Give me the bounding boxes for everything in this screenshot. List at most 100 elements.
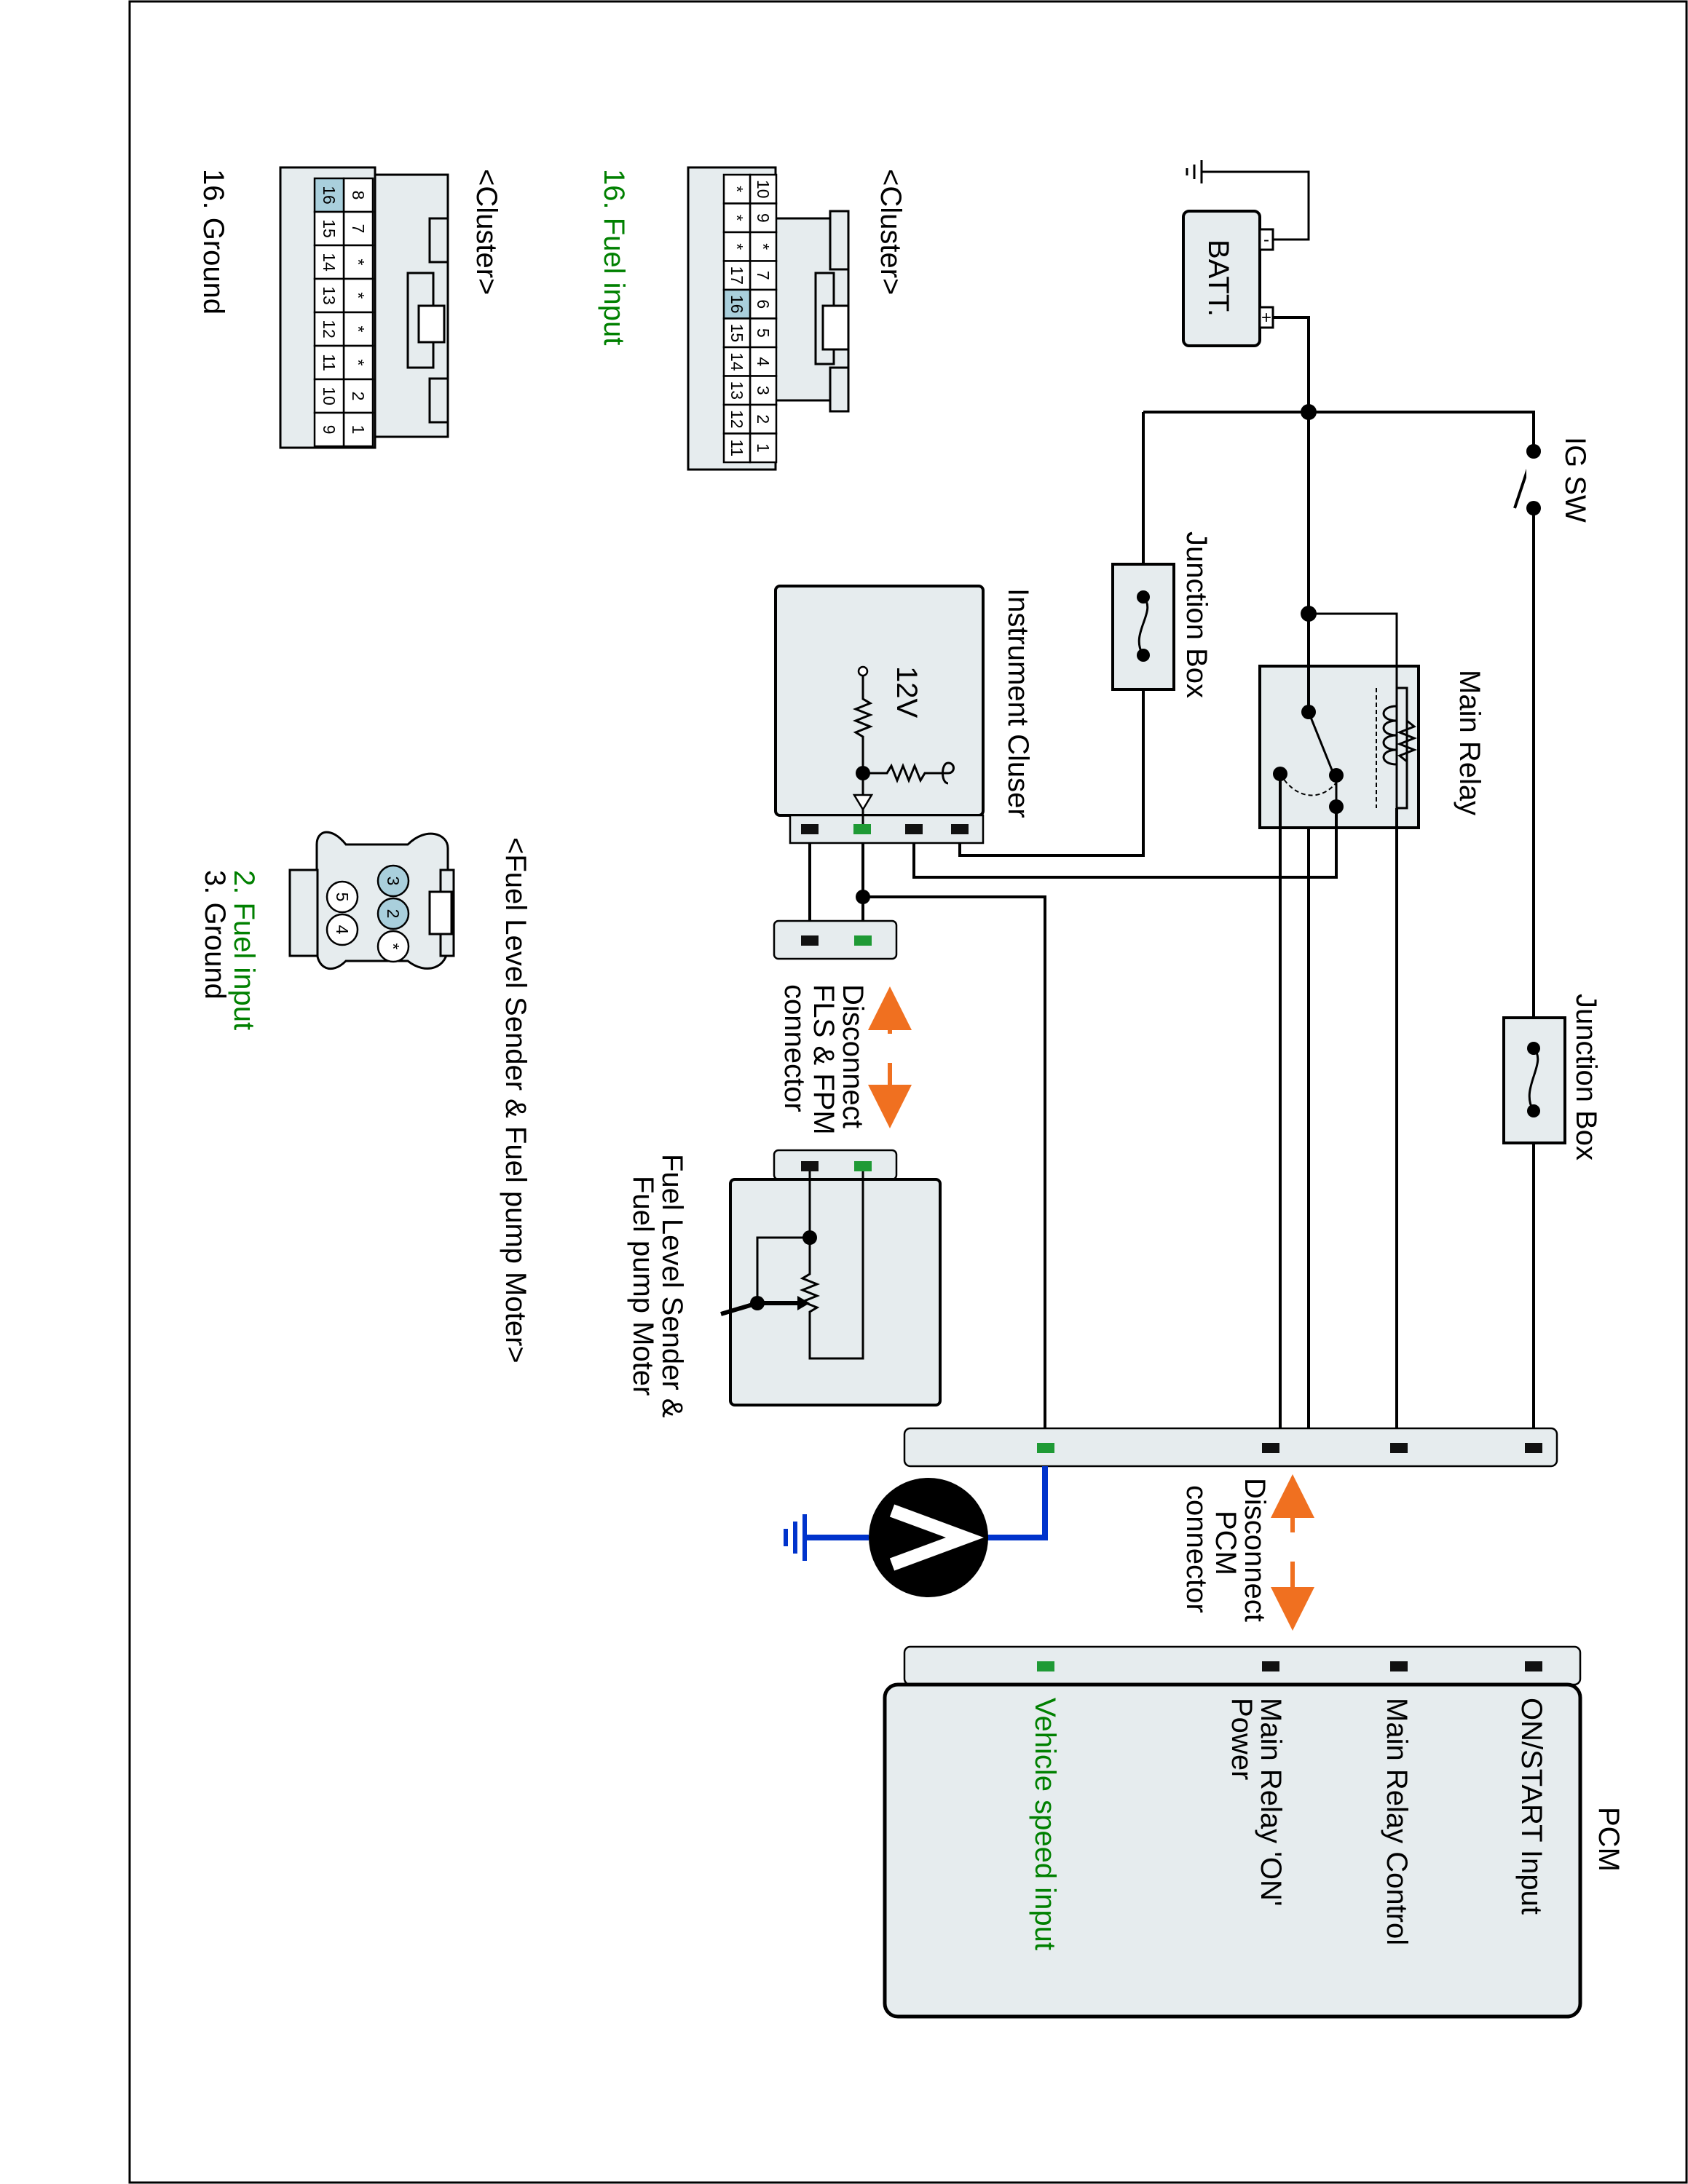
disconnect-fls-label-2: FLS & FPM	[808, 984, 840, 1135]
connector-pin-label: 7	[349, 224, 368, 234]
connector-pin-label: 10	[754, 180, 773, 199]
page-border	[128, 0, 1688, 2184]
cluster-connector-2-note: 16. Ground	[197, 169, 229, 314]
cluster-connector-2-title: <Cluster>	[470, 169, 502, 295]
fuel-sender-note-1: 2. Fuel input	[228, 870, 260, 1030]
connector-pin-cell	[342, 244, 374, 280]
fuel-level-sender-unit: Fuel Level Sender & Fuel pump Moter	[627, 1149, 942, 1418]
connector-pin-label: 12	[727, 410, 746, 429]
cluster-connector-1-title: <Cluster>	[875, 169, 907, 295]
connector-pin-label: *	[727, 186, 746, 192]
disconnect-pcm-label-3: connector	[1180, 1485, 1212, 1613]
connector-pin-cell	[749, 202, 778, 234]
connector-pin-cell	[749, 432, 778, 464]
pcm-vehicle-speed-label: Vehicle speed input	[1029, 1698, 1061, 1950]
battery-label: BATT.	[1202, 240, 1234, 317]
connector-pin-label: 2	[349, 392, 368, 401]
connector-pin-label: 14	[320, 253, 339, 272]
connector-pin-cell	[722, 231, 752, 262]
junction-box-1-label: Junction Box	[1180, 531, 1212, 698]
ig-switch: IG SW	[1513, 437, 1591, 523]
fuel-sender-connector-title: <Fuel Level Sender & Fuel pump Moter>	[500, 837, 532, 1364]
connector-pin-cell	[313, 177, 345, 213]
connector-pin-cell	[376, 897, 410, 930]
voltmeter-icon	[784, 1466, 1048, 1597]
connector-pin-label: 6	[754, 299, 773, 309]
connector-pin-label: 12	[320, 320, 339, 339]
cluster-connector-1-note: 16. Fuel input	[598, 169, 630, 345]
connector-pin-label: *	[727, 243, 746, 250]
battery: - + BATT.	[1182, 210, 1274, 347]
connector-pin-cell	[749, 288, 778, 320]
connector-pin-label: 7	[754, 271, 773, 280]
connector-pin-label: 13	[727, 381, 746, 400]
connector-pin-label: 16	[320, 186, 339, 205]
cluster-connector-2: 8 7 * * * * 2 1 16 15 14 13 12 11 10 9	[279, 166, 449, 449]
connector-pin-cell	[313, 411, 345, 448]
connector-pin-label: 4	[754, 357, 773, 366]
pcm-main-relay-on-label-1: Main Relay 'ON'	[1255, 1698, 1287, 1906]
connector-pin-label: *	[384, 943, 403, 950]
connector-pin-label: 5	[754, 328, 773, 338]
connector-pin-cell	[313, 311, 345, 347]
connector-pin-label: 9	[754, 213, 773, 223]
ground-icon	[1186, 160, 1310, 241]
connector-pin-cell	[342, 411, 374, 448]
disconnect-pcm-label-2: PCM	[1210, 1511, 1242, 1575]
connector-pin-label: 8	[349, 191, 368, 200]
instrument-cluster-label: Instrument Cluser	[1002, 588, 1034, 818]
connector-pin-label: 3	[754, 386, 773, 395]
disconnect-fls-label-3: connector	[778, 984, 811, 1112]
pcm-module: PCM ON/START Input Main Relay Control Ma…	[883, 1645, 1625, 2019]
pcm-label: PCM	[1593, 1807, 1625, 1872]
junction-box-1: Junction Box	[1111, 531, 1212, 698]
connector-pin-label: 13	[320, 286, 339, 305]
connector-pin-cell	[376, 864, 410, 898]
fls-connector-cluster-side	[773, 919, 898, 960]
connector-pin-cell	[722, 346, 752, 377]
connector-pin-label: 17	[727, 266, 746, 285]
instrument-cluster: Instrument Cluser 12V	[774, 585, 1034, 844]
connector-pin-label: 1	[349, 425, 368, 435]
connector-pin-label: *	[727, 215, 746, 221]
connector-pin-label: 9	[320, 425, 339, 435]
fls-label-1: Fuel Level Sender &	[656, 1154, 688, 1418]
connector-pin-label: *	[349, 259, 368, 266]
voltage-12v-label: 12V	[891, 666, 923, 718]
pcm-main-relay-control-label: Main Relay Control	[1381, 1698, 1413, 1945]
connector-pin-label: 11	[320, 354, 339, 371]
ig-sw-label: IG SW	[1559, 437, 1591, 523]
connector-pin-label: 15	[320, 219, 339, 238]
connector-pin-label: 16	[727, 295, 746, 314]
battery-minus-label: -	[1263, 230, 1269, 250]
connector-pin-cell	[749, 403, 778, 435]
connector-pin-cell	[376, 930, 410, 963]
connector-pin-cell	[749, 317, 778, 349]
connector-pin-label: 11	[727, 439, 746, 456]
connector-pin-label: *	[349, 360, 368, 366]
connector-pin-cell	[326, 880, 359, 914]
connector-pin-label: 15	[727, 323, 746, 342]
connector-pin-cell	[722, 173, 752, 205]
connector-pin-label: 2	[754, 414, 773, 424]
connector-pin-label: 4	[333, 925, 352, 935]
connector-pin-label: 10	[320, 387, 339, 405]
fls-label-2: Fuel pump Moter	[627, 1176, 659, 1396]
connector-pin-cell	[326, 913, 359, 946]
connector-pin-cell	[313, 210, 345, 247]
connector-pin-label: 14	[727, 352, 746, 371]
main-relay-label: Main Relay	[1454, 670, 1486, 815]
connector-pin-label: 2	[384, 909, 403, 919]
disconnect-pcm-label-1: Disconnect	[1239, 1478, 1271, 1622]
connector-pin-label: *	[754, 243, 773, 250]
connector-pin-label: *	[349, 326, 368, 333]
pcm-on-start-label: ON/START Input	[1515, 1698, 1547, 1915]
pcm-harness-connector	[903, 1427, 1558, 1468]
fuel-sender-connector: 32*54	[288, 831, 455, 970]
junction-box-2: Junction Box	[1502, 994, 1602, 1160]
fuel-sender-note-2: 3. Ground	[199, 870, 231, 1000]
connector-pin-label: 5	[333, 893, 352, 902]
connector-pin-label: *	[349, 293, 368, 299]
connector-pin-cell	[722, 202, 752, 234]
